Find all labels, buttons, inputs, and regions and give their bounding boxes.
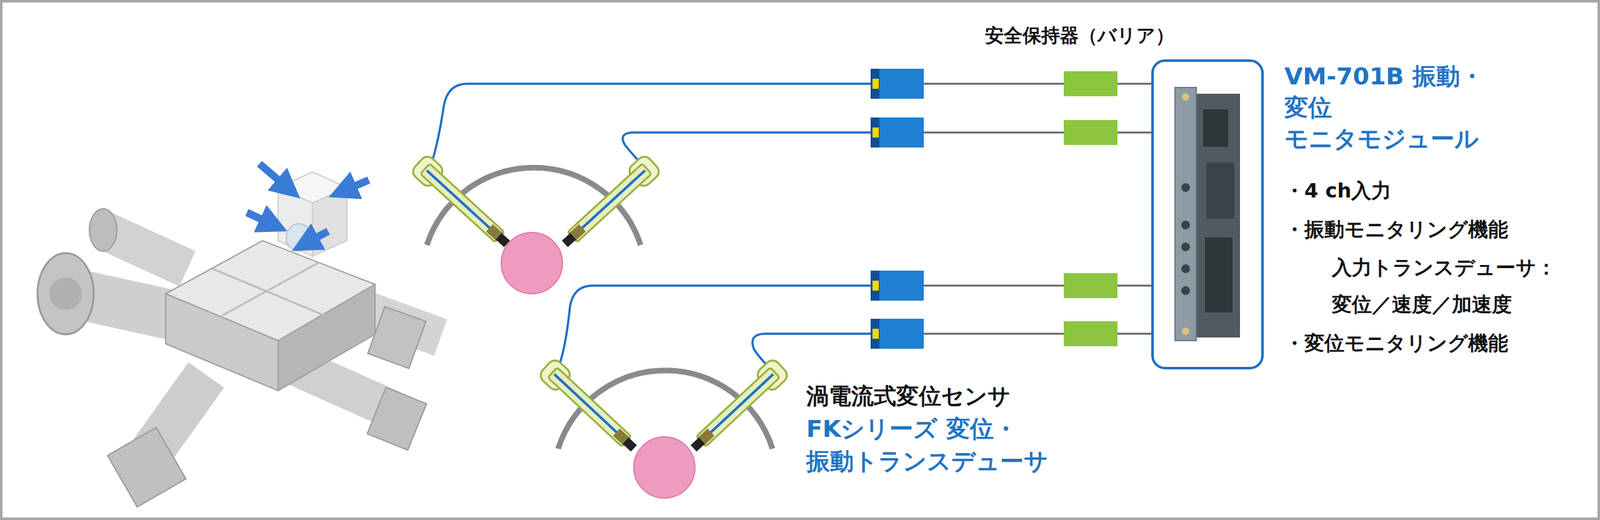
- transducer-connector: [870, 270, 880, 301]
- arrow: [259, 163, 289, 189]
- transducer-box: [870, 117, 924, 148]
- wire: [923, 285, 1064, 287]
- frame-seam: [221, 262, 319, 316]
- eddy-current-probe: [537, 357, 643, 458]
- panel-connector: [1181, 220, 1190, 230]
- board-component: [1205, 237, 1233, 313]
- frame-seam: [212, 268, 325, 316]
- module-card: [1175, 87, 1240, 341]
- sensor-label: 渦電流式変位センサ: [806, 381, 1011, 411]
- circuit-board: [1195, 93, 1240, 338]
- transducer-mark: [872, 78, 879, 89]
- feature-detail: 入力トランスデューサ：: [1331, 255, 1557, 280]
- feature-item: ・変位モニタリング機能: [1284, 330, 1509, 356]
- shaft: [501, 232, 563, 294]
- transducer-box: [870, 68, 924, 99]
- wire: [923, 333, 1064, 335]
- frame-side: [165, 293, 279, 391]
- board-component: [1206, 162, 1235, 219]
- barrier-label: 安全保持器（バリア）: [985, 24, 1175, 47]
- feature-item: ・振動モニタリング機能: [1284, 216, 1509, 242]
- compressor-illustration: [37, 171, 441, 507]
- arrow: [246, 212, 274, 225]
- cylinder-head: [367, 387, 427, 450]
- transducer-connector: [870, 318, 880, 349]
- feature-item: ・4 ch入力: [1284, 178, 1392, 204]
- blue-arrows: [246, 163, 369, 244]
- sensor-cable: [622, 132, 871, 167]
- frame-side: [278, 284, 375, 391]
- transducer-connector: [870, 68, 880, 99]
- eddy-current-probe: [685, 357, 790, 458]
- transducer-box: [870, 270, 924, 301]
- sensor-cable: [557, 285, 871, 370]
- wire: [1117, 83, 1153, 85]
- transducer-connector: [870, 117, 880, 148]
- wire: [923, 131, 1064, 134]
- wire: [1117, 285, 1153, 287]
- eddy-current-probe: [410, 153, 516, 254]
- panel-connector: [1181, 183, 1190, 192]
- panel-connector: [1181, 242, 1190, 252]
- cylinder-head: [89, 208, 117, 252]
- cube-side: [312, 187, 347, 257]
- cylinder-head: [107, 427, 186, 507]
- transducer-mark: [872, 127, 879, 138]
- wire: [1117, 131, 1153, 134]
- transducer-mark: [872, 328, 879, 339]
- eddy-current-probe: [556, 153, 662, 254]
- board-component: [1203, 109, 1229, 147]
- arrow: [305, 231, 329, 244]
- barrier-box: [1063, 273, 1118, 299]
- wire: [923, 83, 1064, 85]
- shaft: [633, 436, 695, 499]
- barrier-box: [1063, 71, 1118, 97]
- feature-detail: 変位／速度／加速度: [1331, 291, 1512, 317]
- cylinder-head: [37, 253, 94, 335]
- module-box: VM-701B 振動・変位 モニタモジュール: [1151, 59, 1264, 370]
- node-text: VM-701B 振動・変位 モニタモジュール: [1284, 60, 1485, 155]
- cylinder-cap: [49, 277, 82, 310]
- panel-connector: [1181, 286, 1190, 295]
- barrier-box: [1063, 120, 1118, 145]
- series-label: FKシリーズ 変位・振動トランスデューサ: [806, 412, 1132, 478]
- arrow: [342, 180, 369, 192]
- transducer-box: [870, 318, 924, 349]
- rotor-hint: [286, 223, 312, 252]
- signal-chain: [870, 68, 1153, 349]
- panel-screw: [1181, 93, 1190, 101]
- panel-connector: [1181, 264, 1190, 274]
- wire: [1117, 333, 1153, 335]
- front-panel: [1175, 87, 1197, 341]
- transducer-mark: [872, 280, 879, 291]
- sensor-cable: [430, 83, 871, 168]
- barrier-box: [1063, 321, 1118, 347]
- panel-screw: [1181, 327, 1190, 335]
- cylinder-head: [367, 306, 426, 369]
